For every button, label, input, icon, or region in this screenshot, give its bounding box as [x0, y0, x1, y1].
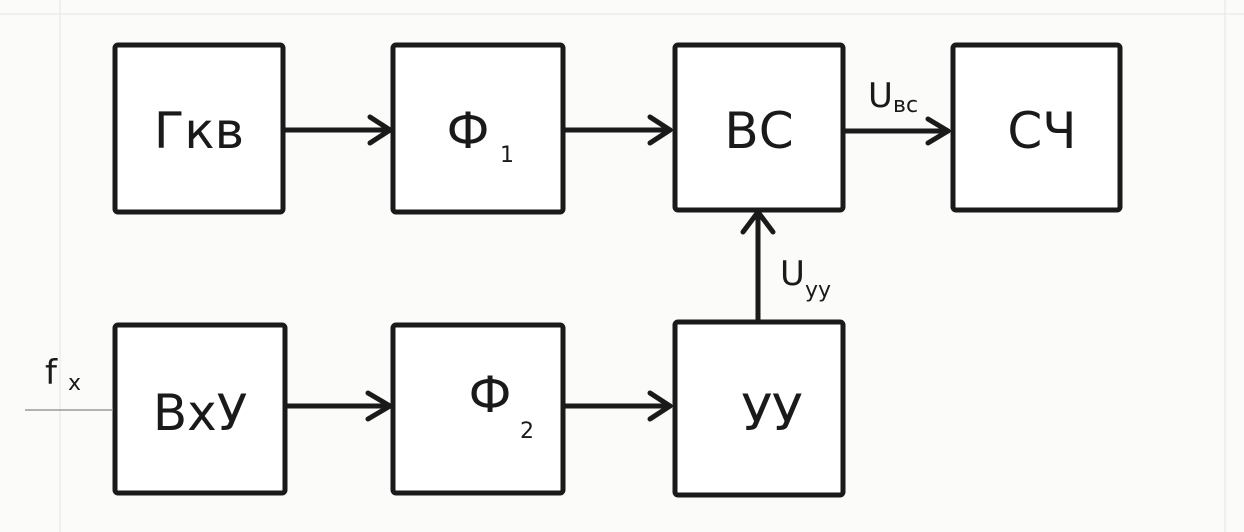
signal-u-uu-main: U — [780, 254, 805, 294]
arrow-uu-to-vs — [740, 209, 776, 323]
block-gkv-label: Гкв — [154, 102, 244, 160]
block-uu-label: УУ — [742, 384, 803, 442]
block-f1-subscript: 1 — [500, 143, 514, 168]
block-vxu-label: ВхУ — [153, 384, 247, 442]
block-f1: Ф 1 — [390, 42, 566, 215]
block-vxu: ВхУ — [112, 322, 288, 496]
arrow-vs-to-sch — [842, 116, 951, 146]
arrow-f2-to-uu — [562, 390, 673, 422]
signal-u-vs-main: U — [868, 76, 893, 116]
block-f2-subscript: 2 — [520, 419, 534, 444]
signal-u-uu: U уу — [780, 254, 831, 303]
signal-u-vs: U вс — [868, 76, 918, 118]
block-vs-label: ВС — [724, 102, 793, 160]
block-uu: УУ — [672, 319, 846, 498]
signal-fx: f x — [45, 353, 81, 396]
arrow-vxu-to-f2 — [284, 390, 393, 422]
signal-fx-sub: x — [68, 371, 81, 396]
signal-fx-main: f — [45, 353, 58, 393]
block-f2-label: Ф — [468, 366, 511, 424]
signal-u-vs-sub: вс — [893, 93, 918, 118]
arrow-gkv-to-f1 — [282, 114, 393, 146]
block-f2: Ф 2 — [390, 322, 566, 496]
block-f1-label: Ф — [446, 102, 489, 160]
arrow-f1-to-vs — [562, 114, 673, 146]
block-sch: СЧ — [950, 42, 1123, 213]
signal-u-uu-sub: уу — [805, 278, 831, 303]
block-gkv: Гкв — [112, 42, 286, 215]
block-vs: ВС — [672, 42, 846, 213]
block-sch-label: СЧ — [1007, 102, 1076, 160]
